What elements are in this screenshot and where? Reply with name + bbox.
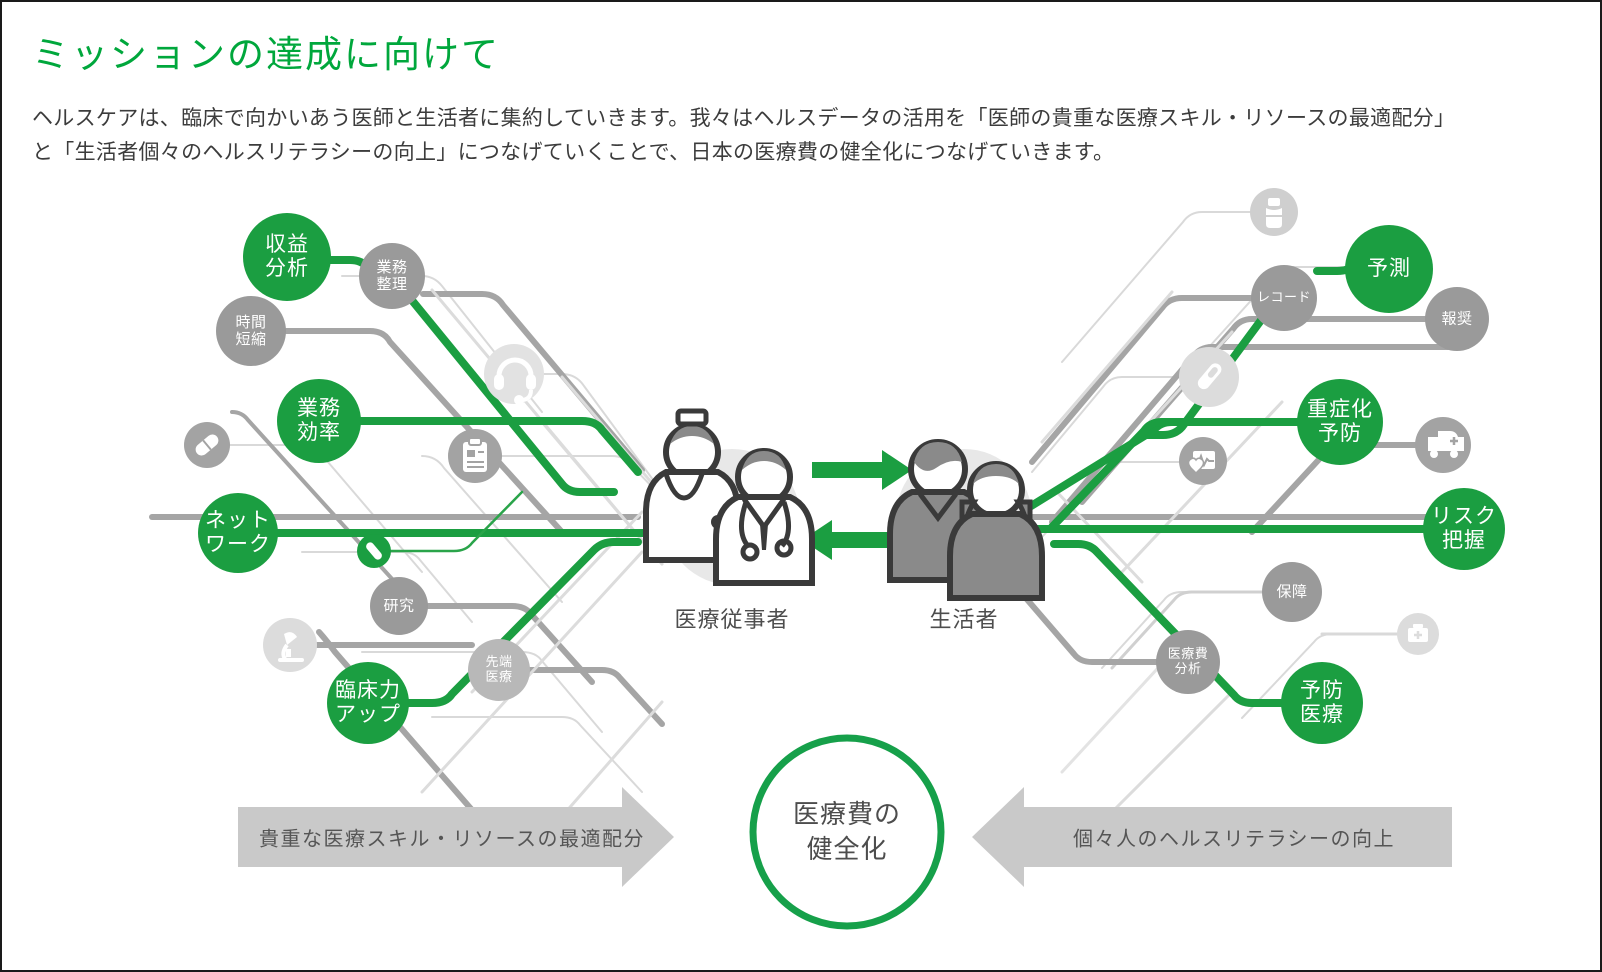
- ribbon-right-label: 個々人のヘルスリテラシーの向上: [1072, 828, 1396, 851]
- clipboard-icon: [448, 429, 502, 483]
- node-severity-prevention[interactable]: [1297, 379, 1383, 465]
- test-tube-icon: [357, 534, 391, 568]
- doctor-figure: [713, 448, 815, 586]
- left-green-thin: [389, 490, 524, 553]
- pill-icon: [184, 422, 230, 468]
- arrow-left-icon: [802, 520, 902, 560]
- diagram-canvas: 収益分析 業務整理 時間短縮 業務効率 ネットワーク 研究 先端医療 臨床力アッ…: [2, 172, 1600, 970]
- node-preventive-medicine[interactable]: [1281, 662, 1363, 744]
- goal-label: 医療費の健全化: [792, 798, 902, 864]
- node-task-organization[interactable]: [359, 243, 425, 309]
- left-node-circles: [198, 213, 530, 744]
- node-clinical-skill-up[interactable]: [327, 662, 409, 744]
- heart-monitor-icon: [1179, 437, 1227, 485]
- first-aid-kit-icon: [1397, 613, 1439, 655]
- healthcare-worker-group: [643, 408, 815, 586]
- left-icon-circles: [184, 344, 544, 672]
- healthcare-worker-label: 医療従事者: [674, 607, 790, 632]
- headset-icon: [484, 344, 544, 405]
- node-revenue-analysis[interactable]: [243, 213, 331, 301]
- lede-line-2: と「生活者個々のヘルスリテラシーの向上」につなげていくことで、日本の医療費の健全…: [32, 141, 1115, 165]
- node-record[interactable]: [1251, 265, 1317, 331]
- consumer-group: [887, 439, 1045, 601]
- thermometer-icon: [1179, 347, 1239, 407]
- node-coverage[interactable]: [1262, 562, 1322, 622]
- ribbon-left-label: 貴重な医療スキル・リソースの最適配分: [259, 828, 645, 851]
- lede-line-1: ヘルスケアは、臨床で向かいあう医師と生活者に集約していきます。我々はヘルスデータ…: [32, 107, 1456, 130]
- ambulance-icon: [1415, 417, 1471, 473]
- node-reward[interactable]: [1425, 287, 1489, 351]
- right-thin-diagonals: [1040, 290, 1284, 834]
- node-network[interactable]: [198, 493, 278, 573]
- consumer-female-figure: [947, 461, 1045, 601]
- node-prediction[interactable]: [1345, 225, 1433, 313]
- ribbon-right: [972, 787, 1452, 887]
- right-icon-circles: [1179, 188, 1471, 655]
- node-research[interactable]: [370, 577, 428, 635]
- diagram-svg: [149, 188, 1505, 930]
- bottom-ribbons: [238, 787, 1452, 887]
- center-arrows: [802, 450, 912, 560]
- arrow-right-icon: [812, 450, 912, 490]
- lede-paragraph: ヘルスケアは、臨床で向かいあう医師と生活者に集約していきます。我々はヘルスデータ…: [32, 102, 1572, 170]
- consumer-label: 生活者: [929, 607, 999, 632]
- medicine-bottle-icon: [1250, 188, 1298, 236]
- microscope-icon: [263, 618, 317, 672]
- node-risk-assessment[interactable]: [1423, 488, 1505, 570]
- node-advanced-medicine[interactable]: [468, 639, 530, 701]
- node-medical-cost-analysis[interactable]: [1156, 630, 1220, 694]
- page-title: ミッションの達成に向けて: [32, 34, 500, 75]
- right-node-circles: [1156, 225, 1505, 744]
- node-time-reduction[interactable]: [216, 296, 286, 366]
- ribbon-left: [238, 787, 674, 887]
- node-task-efficiency[interactable]: [277, 379, 361, 463]
- goal-circle: [749, 734, 945, 930]
